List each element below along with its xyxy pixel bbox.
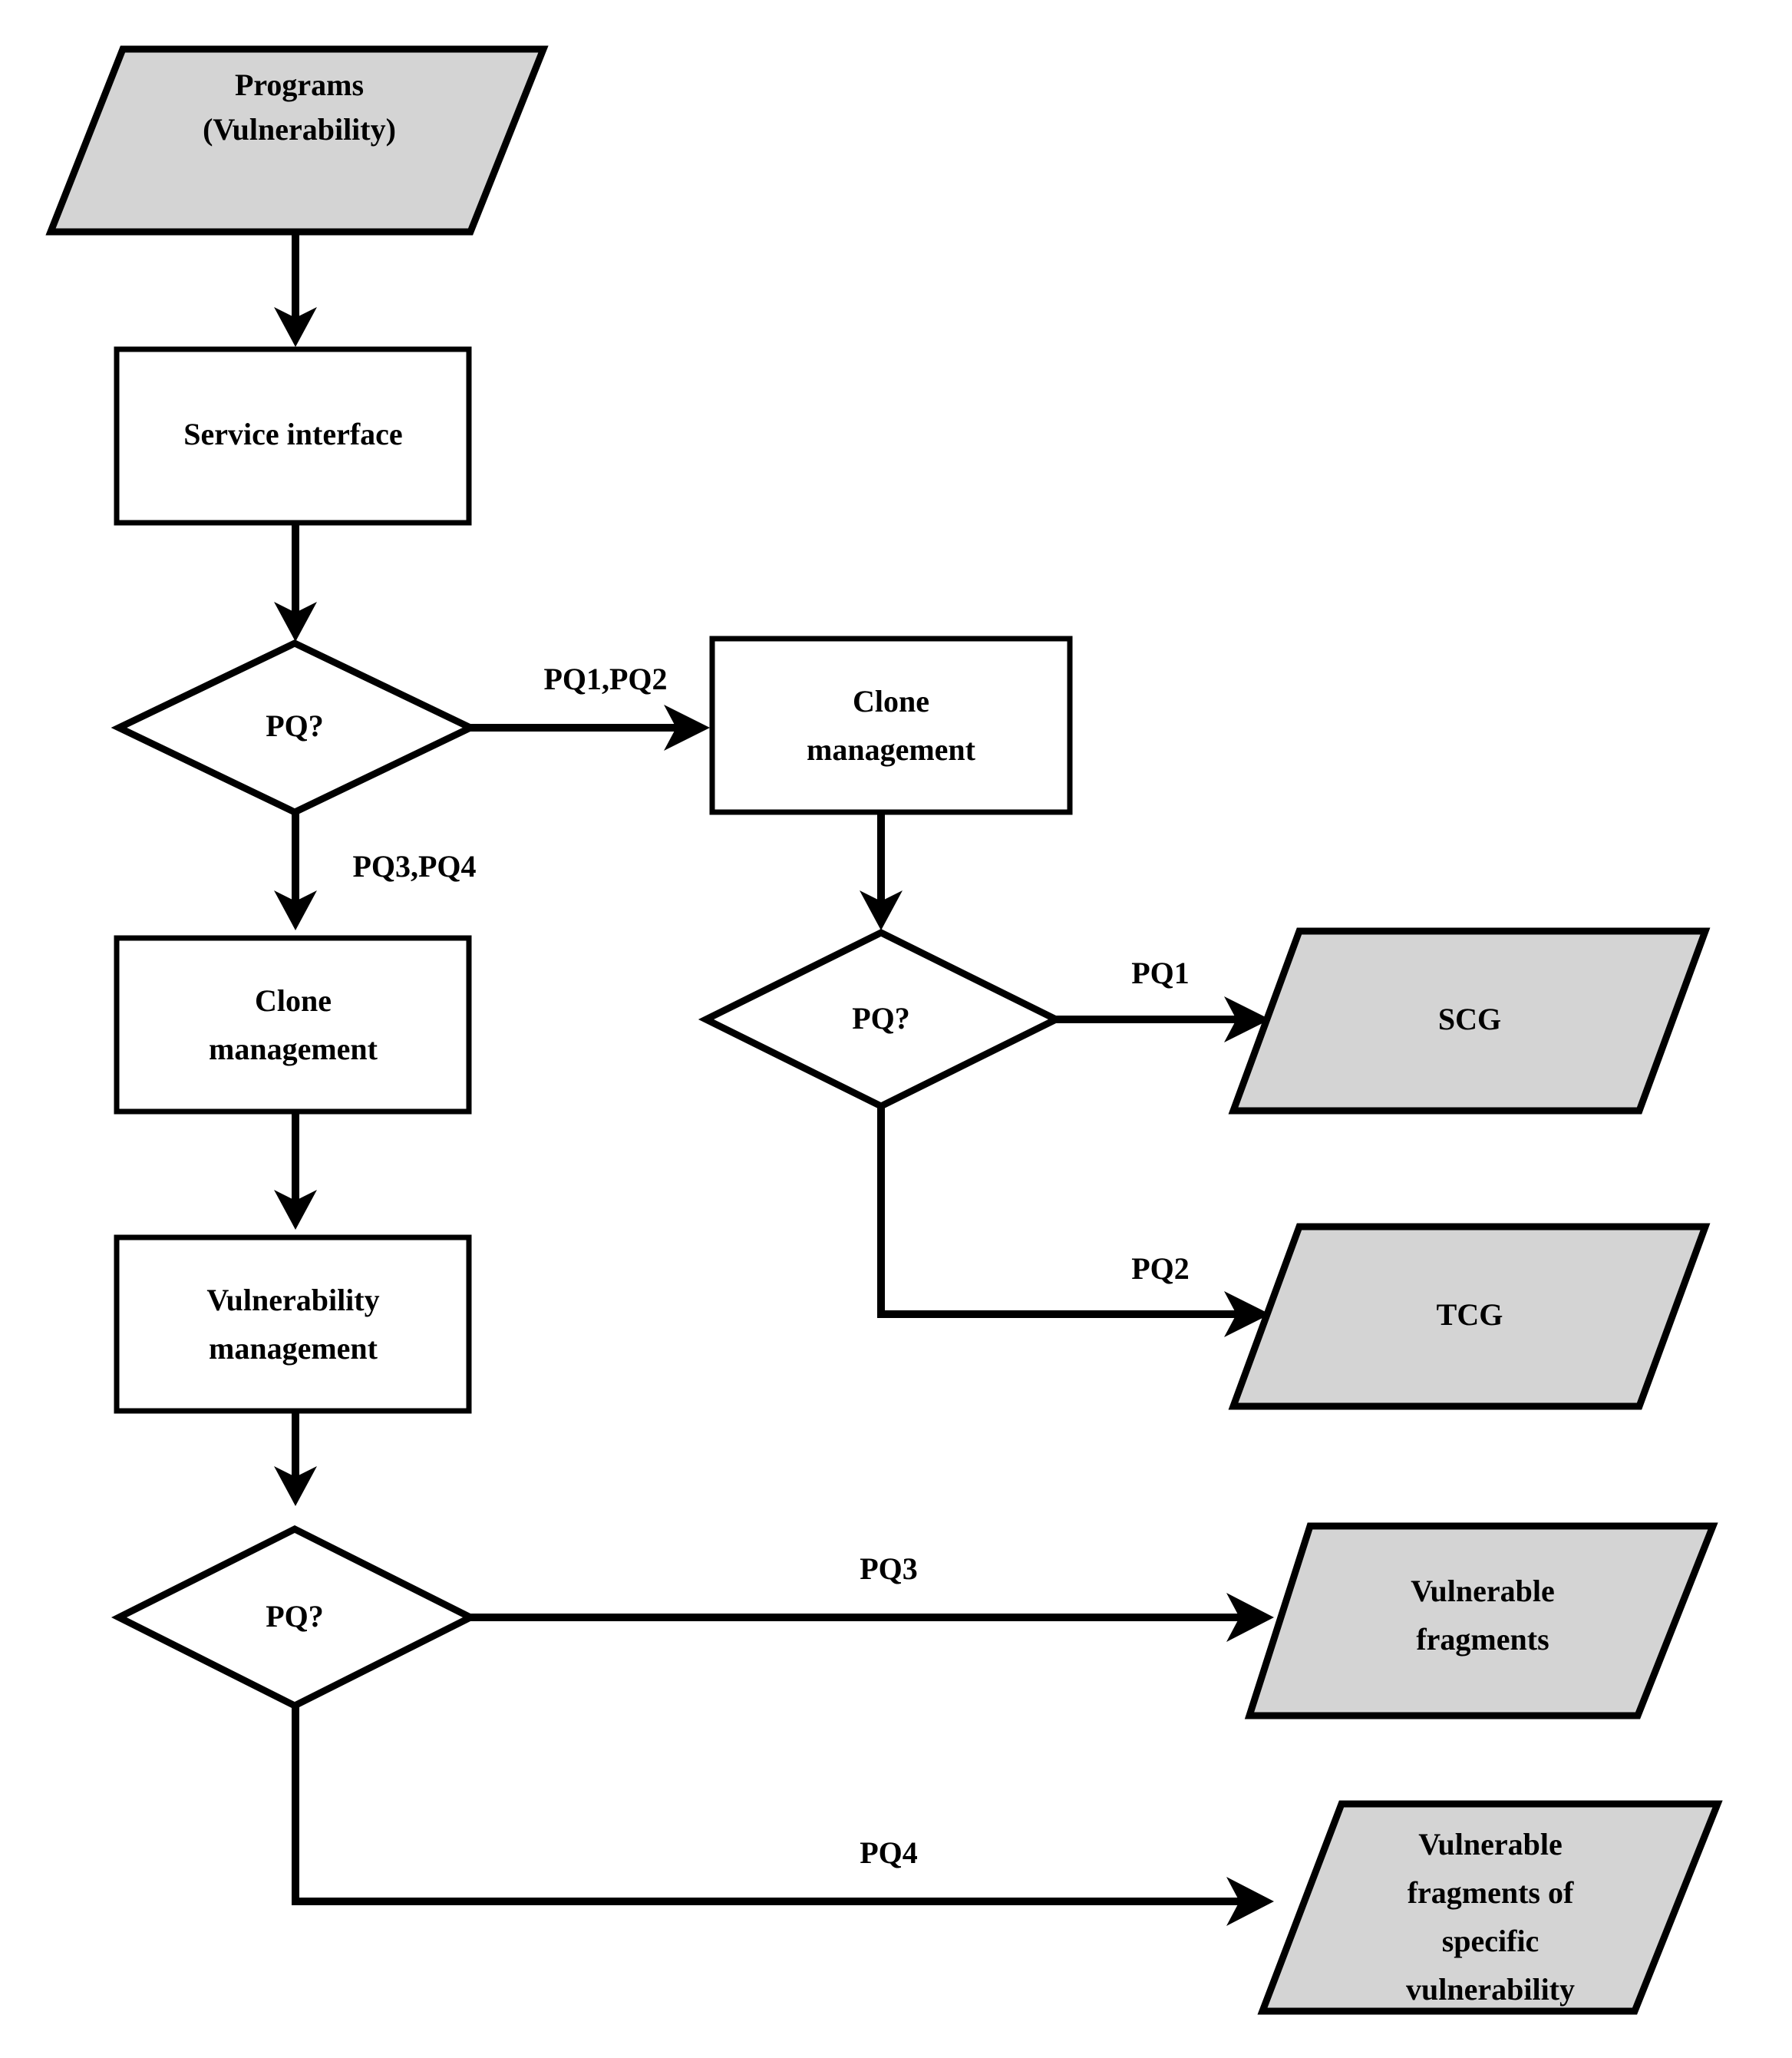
edge-label-pq1: PQ1: [1131, 956, 1190, 990]
node-vulnerability-management[interactable]: Vulnerability management: [114, 1234, 472, 1414]
node-vulnerable-fragments-specific-line3: specific: [1442, 1924, 1540, 1958]
arrowhead-icon: [860, 890, 903, 930]
arrowhead-icon: [1224, 996, 1270, 1042]
node-programs-line2: (Vulnerability): [203, 112, 396, 147]
edge-clone-management-right-to-decision-2: [860, 812, 903, 930]
node-vulnerability-management-line1: Vulnerability: [206, 1283, 379, 1317]
node-tcg[interactable]: TCG: [1228, 1223, 1711, 1410]
edge-label-pq3-pq4: PQ3,PQ4: [352, 849, 476, 884]
edge-decision-3-to-vulnerable-fragments-specific: [292, 1706, 1274, 1926]
node-decision-1-label: PQ?: [266, 709, 324, 743]
arrowhead-icon: [274, 1190, 317, 1230]
node-vulnerable-fragments-line1: Vulnerable: [1411, 1574, 1554, 1608]
arrowhead-icon: [274, 602, 317, 642]
node-vulnerable-fragments[interactable]: Vulnerable fragments: [1244, 1522, 1718, 1719]
edge-label-pq2: PQ2: [1131, 1251, 1190, 1286]
edge-programs-to-service-interface: [274, 230, 317, 347]
node-clone-management-right-line1: Clone: [853, 684, 929, 718]
arrowhead-icon: [274, 307, 317, 347]
edge-decision-2-to-tcg: [877, 1107, 1270, 1337]
node-vulnerable-fragments-specific-line1: Vulnerable: [1418, 1827, 1562, 1861]
arrowhead-icon: [664, 705, 710, 751]
node-decision-3[interactable]: PQ?: [111, 1525, 479, 1710]
node-scg[interactable]: SCG: [1228, 927, 1711, 1115]
node-decision-2-label: PQ?: [852, 1001, 910, 1036]
edge-clone-management-left-to-vulnerability-management: [274, 1112, 317, 1230]
arrowhead-icon: [1226, 1877, 1274, 1926]
edge-label-pq1-pq2: PQ1,PQ2: [543, 662, 667, 696]
node-decision-1[interactable]: PQ?: [111, 639, 479, 816]
arrowhead-icon: [274, 1466, 317, 1506]
node-clone-management-left-line1: Clone: [255, 983, 332, 1018]
node-vulnerable-fragments-specific[interactable]: Vulnerable fragments of specific vulnera…: [1257, 1800, 1723, 2015]
edge-service-interface-to-decision-1: [274, 524, 317, 642]
edge-label-pq4: PQ4: [860, 1835, 918, 1870]
node-clone-management-left[interactable]: Clone management: [114, 935, 472, 1115]
node-vulnerability-management-line2: management: [209, 1331, 378, 1366]
node-decision-2[interactable]: PQ?: [698, 928, 1064, 1111]
arrowhead-icon: [274, 890, 317, 930]
node-service-interface-label: Service interface: [183, 417, 402, 451]
node-programs-line1: Programs: [235, 68, 364, 102]
node-vulnerable-fragments-line2: fragments: [1416, 1622, 1549, 1657]
edge-decision-3-to-vulnerable-fragments: [470, 1593, 1274, 1642]
node-tcg-label: TCG: [1437, 1297, 1503, 1332]
edge-decision-1-to-clone-management-left: [274, 814, 317, 930]
edge-decision-2-to-scg: [1056, 996, 1270, 1042]
node-clone-management-right[interactable]: Clone management: [709, 636, 1073, 815]
node-clone-management-left-line2: management: [209, 1032, 378, 1066]
node-vulnerable-fragments-specific-line4: vulnerability: [1406, 1972, 1575, 2007]
arrowhead-icon: [1224, 1291, 1270, 1337]
node-vulnerable-fragments-specific-line2: fragments of: [1408, 1875, 1574, 1910]
edge-decision-1-to-clone-management-right: [470, 705, 710, 751]
edge-vulnerability-management-to-decision-3: [274, 1412, 317, 1506]
node-decision-3-label: PQ?: [266, 1599, 324, 1634]
node-programs[interactable]: Programs (Vulnerability): [45, 45, 549, 236]
edge-label-pq3: PQ3: [860, 1551, 918, 1586]
arrowhead-icon: [1226, 1593, 1274, 1642]
node-scg-label: SCG: [1438, 1002, 1501, 1036]
node-clone-management-right-line2: management: [807, 732, 976, 767]
node-service-interface[interactable]: Service interface: [114, 346, 472, 526]
